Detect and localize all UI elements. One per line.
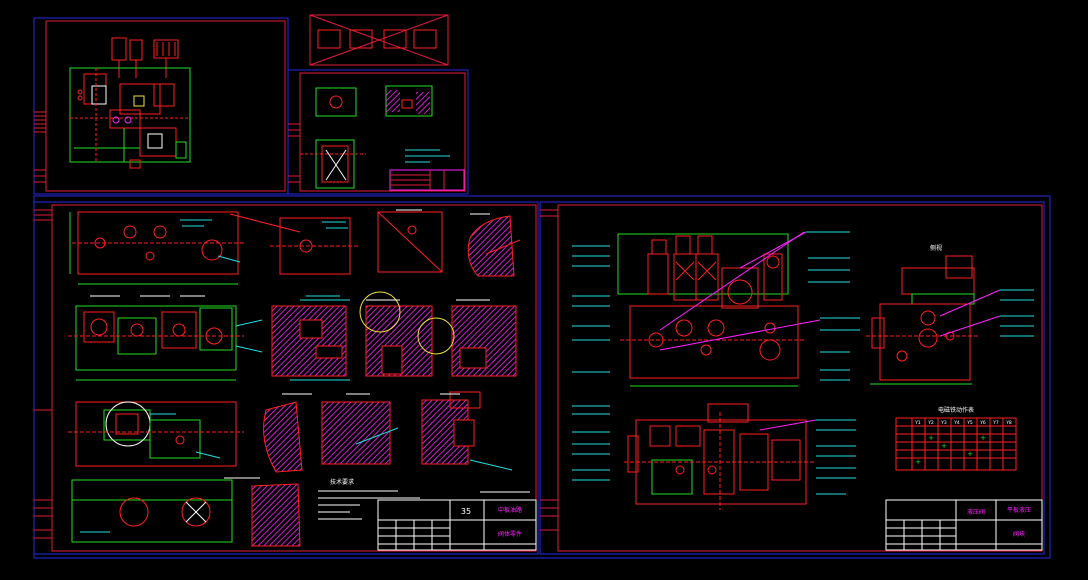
svg-text:+: + bbox=[967, 450, 973, 458]
valve-assembly-side: 侧视 bbox=[866, 244, 1034, 385]
section-views-middle bbox=[271, 291, 517, 381]
title-block-name-right: 液压阀 bbox=[967, 508, 985, 516]
solenoid-action-table: 电磁铁动作表 Y1 Y2 Y3 Y4 Y5 Y6 Y7 Y8 + + + + + bbox=[895, 406, 1017, 471]
table-header-cell: Y1 bbox=[914, 420, 921, 426]
table-header-cell: Y8 bbox=[1005, 420, 1012, 426]
sheet-bottom-right[interactable]: 侧视 bbox=[539, 201, 1045, 555]
left-margin-ticks bbox=[34, 209, 52, 539]
title-block-org-right: 平板液压 bbox=[1007, 506, 1031, 514]
plan-view-middle bbox=[68, 295, 263, 381]
svg-text:+: + bbox=[941, 442, 947, 450]
view-detail-hatched-top bbox=[467, 213, 521, 277]
title-block-small bbox=[389, 169, 465, 191]
tech-req-title: 技术要求 bbox=[330, 478, 354, 486]
title-block-part-right: 阀块 bbox=[1013, 530, 1025, 538]
svg-text:+: + bbox=[915, 458, 921, 466]
table-header-cell: Y6 bbox=[979, 420, 986, 426]
table-header-cell: Y2 bbox=[927, 420, 934, 426]
part-views-small bbox=[300, 85, 450, 189]
svg-text:+: + bbox=[928, 434, 934, 442]
valve-assembly-front bbox=[617, 231, 821, 387]
table-header-cell: Y5 bbox=[966, 420, 973, 426]
sheet-bottom-left[interactable]: 技术要求 35 中板油路 阀体零件 bbox=[33, 201, 539, 555]
plan-view-top bbox=[69, 211, 246, 285]
outer-blue-frame bbox=[33, 195, 1051, 559]
technical-notes: 技术要求 bbox=[318, 478, 420, 520]
svg-text:+: + bbox=[980, 434, 986, 442]
sheet-reference-crossed[interactable] bbox=[309, 14, 449, 66]
hydraulic-schematic bbox=[69, 37, 191, 169]
table-header-cell: Y7 bbox=[992, 420, 999, 426]
bottom-left-box bbox=[71, 479, 233, 543]
table-header-cell: Y4 bbox=[953, 420, 960, 426]
valve-assembly-plan bbox=[572, 403, 856, 510]
title-block-right: 液压阀 平板液压 阀块 bbox=[885, 499, 1043, 551]
view-label-side: 侧视 bbox=[930, 244, 942, 252]
callouts-left-column bbox=[572, 245, 610, 373]
left-margin-ticks-right bbox=[540, 209, 558, 531]
sheet-top-left[interactable] bbox=[33, 17, 289, 195]
sheet-number: 35 bbox=[461, 507, 471, 516]
plan-view-lower bbox=[68, 401, 244, 467]
section-views-lower bbox=[224, 391, 513, 547]
sheet-top-center[interactable] bbox=[287, 69, 469, 195]
side-view-top bbox=[229, 209, 443, 275]
title-block-part-left: 阀体零件 bbox=[498, 530, 522, 538]
title-block-name-left: 中板油路 bbox=[498, 506, 522, 514]
table-header-cell: Y3 bbox=[940, 420, 947, 426]
title-block-left: 35 中板油路 阀体零件 bbox=[377, 491, 537, 551]
table-header-row: Y1 Y2 Y3 Y4 Y5 Y6 Y7 Y8 bbox=[914, 420, 1012, 426]
callouts-right-column bbox=[806, 231, 860, 381]
left-margin-ticks bbox=[34, 111, 46, 183]
table-title: 电磁铁动作表 bbox=[938, 406, 974, 414]
